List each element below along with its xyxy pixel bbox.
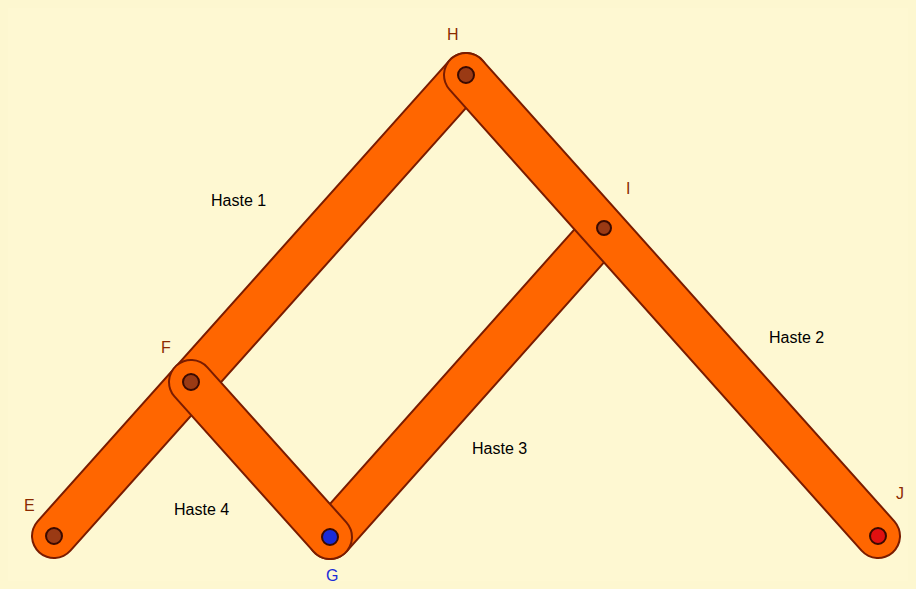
pin <box>46 528 62 544</box>
point-label: J <box>896 485 904 503</box>
pin <box>597 221 611 235</box>
pins <box>46 67 886 545</box>
point-label: F <box>161 339 171 357</box>
bar-haste-2 <box>466 75 878 536</box>
point-label: H <box>447 26 459 44</box>
pin <box>183 374 199 390</box>
bar-outline <box>466 75 878 536</box>
bar-outline <box>330 245 590 537</box>
pin-blue <box>322 529 338 545</box>
point-label: I <box>626 180 630 198</box>
canvas <box>8 8 908 581</box>
bar-label: Haste 3 <box>472 440 527 458</box>
bar-label: Haste 2 <box>769 329 824 347</box>
pin-red <box>870 528 886 544</box>
bar-label: Haste 1 <box>211 192 266 210</box>
pin <box>458 67 474 83</box>
bar-label: Haste 4 <box>174 501 229 519</box>
bar-haste-3 <box>330 245 590 537</box>
point-label: E <box>24 497 35 515</box>
bars <box>54 75 878 537</box>
point-label: G <box>326 567 338 585</box>
